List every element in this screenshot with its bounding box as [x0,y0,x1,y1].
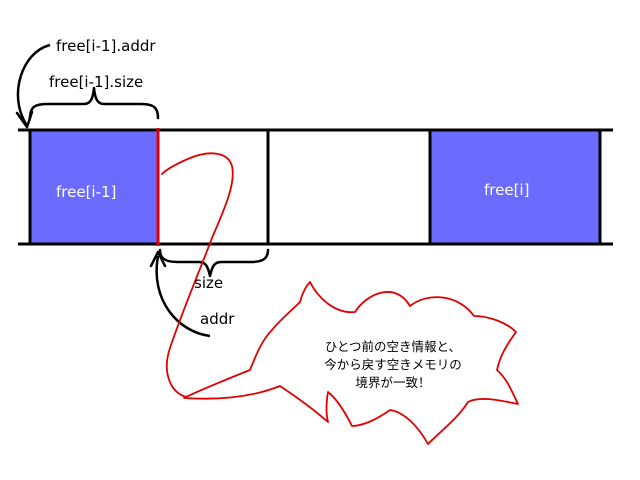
prev-addr-label: free[i-1].addr [56,37,156,55]
callout-line: ひとつ前の空き情報と、 [324,339,462,354]
next-block-label: free[i] [484,181,530,199]
callout-tail-scribble [161,152,234,398]
callout-line: 境界が一致！ [355,375,431,390]
free-block-prev [30,130,158,244]
callout-burst [183,281,519,445]
prev-size-label: free[i-1].size [49,73,144,91]
callout-line: 今から戻す空きメモリの [324,357,462,372]
addr-arrowhead [149,250,167,268]
size-brace [158,248,270,278]
prev-size-brace [28,86,160,120]
prev-addr-arrow [16,43,51,125]
addr-arrow [155,255,211,338]
addr-label: addr [200,310,235,328]
memory-strip [18,128,613,246]
free-block-next [430,130,600,244]
prev-block-label: free[i-1] [56,183,117,201]
size-label: size [194,274,224,292]
callout-text: ひとつ前の空き情報と、 今から戻す空きメモリの 境界が一致！ [288,338,498,392]
